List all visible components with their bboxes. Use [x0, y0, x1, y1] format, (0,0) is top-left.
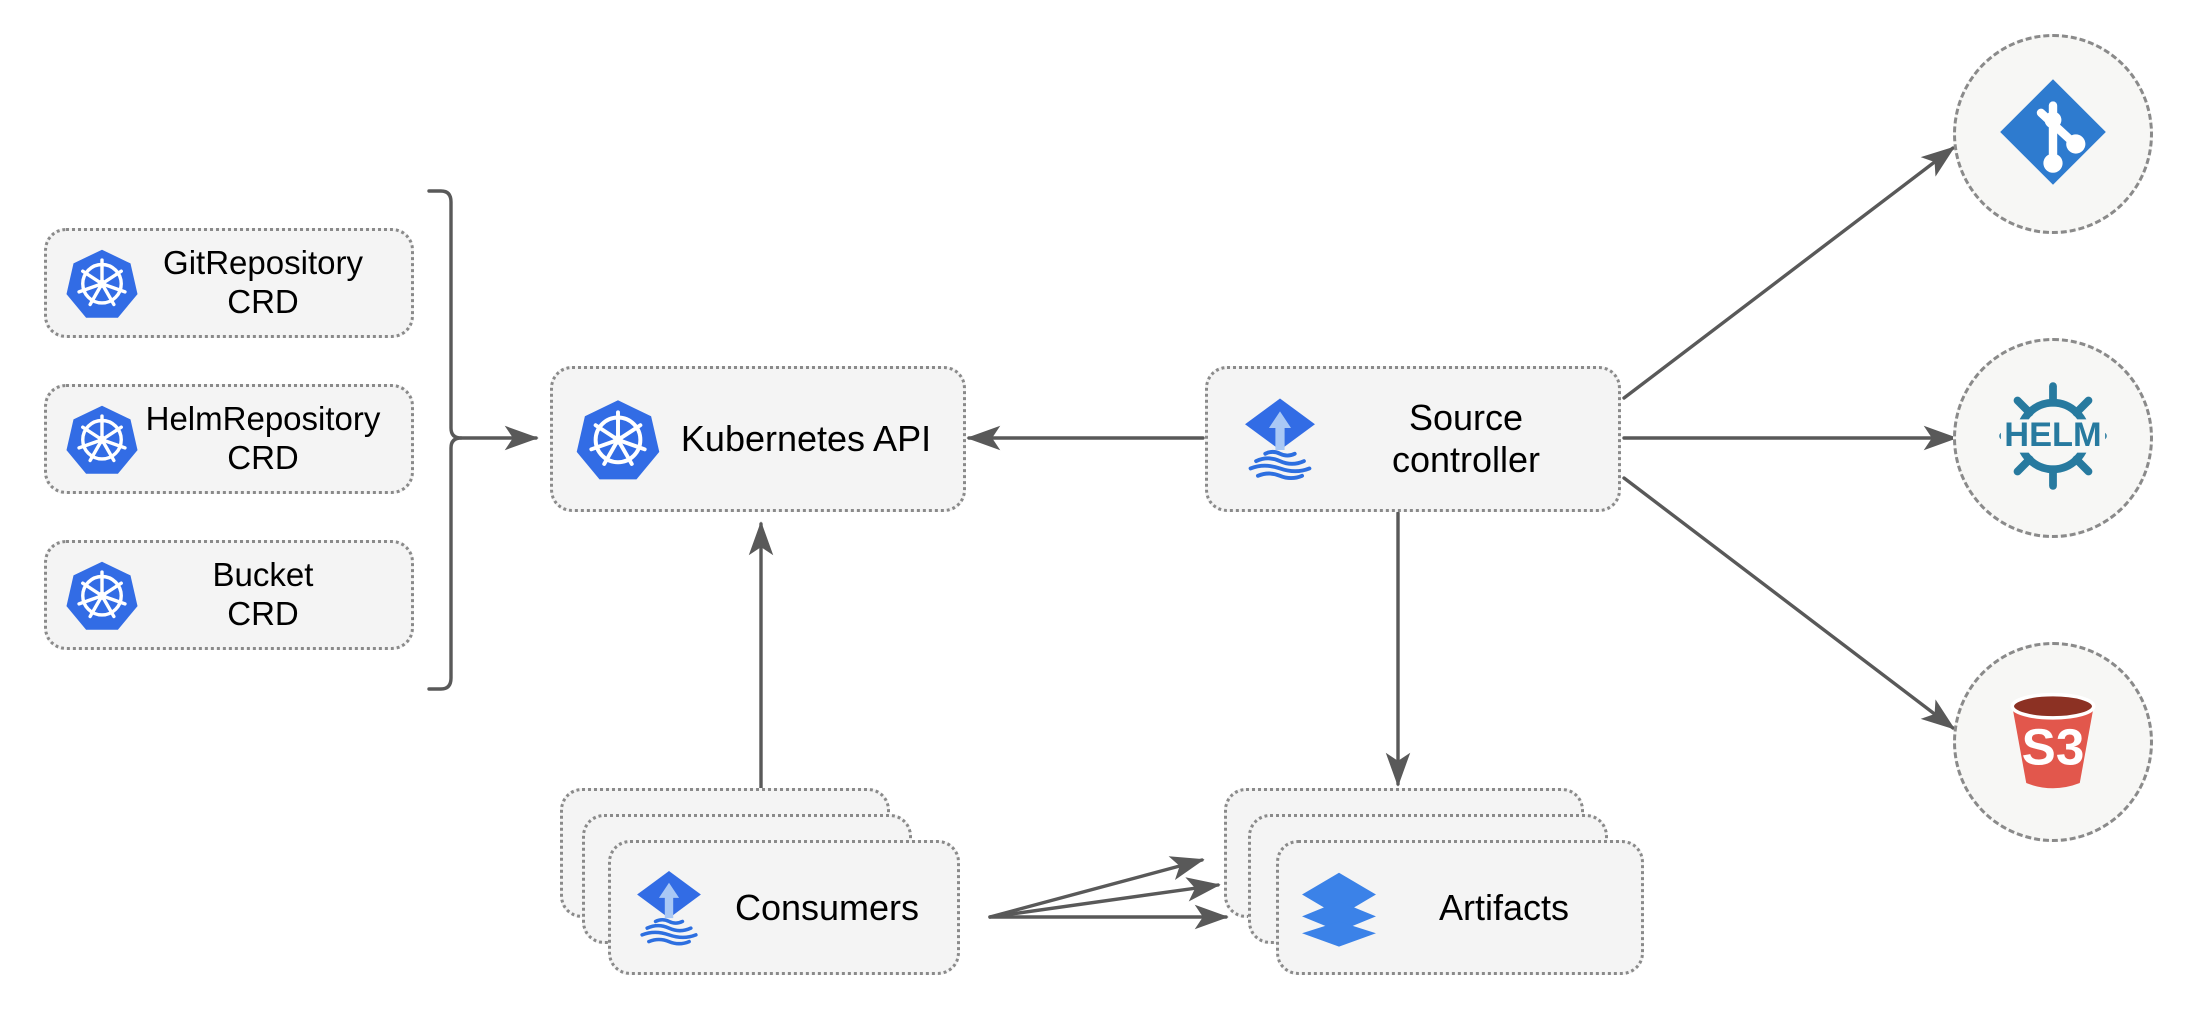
s3-wordmark: S3	[2022, 718, 2085, 775]
node-helmrepository-crd[interactable]: HelmRepository CRD	[44, 384, 414, 494]
node-git-source[interactable]	[1953, 34, 2153, 234]
node-label: Consumers	[734, 886, 920, 928]
kubernetes-icon	[65, 246, 139, 320]
node-s3-source[interactable]: S3	[1953, 642, 2153, 842]
node-bucket-crd[interactable]: Bucket CRD	[44, 540, 414, 650]
flux-icon	[627, 866, 711, 950]
node-helm-source[interactable]: HELM	[1953, 338, 2153, 538]
node-artifacts[interactable]: Artifacts	[1224, 788, 1644, 988]
flux-icon	[1234, 393, 1326, 485]
edge-consumers-to-artifacts-2	[988, 877, 1221, 919]
node-consumers[interactable]: Consumers	[560, 788, 960, 988]
edge-consumers-to-artifacts-3	[988, 856, 1205, 919]
node-source-controller[interactable]: Source controller	[1205, 366, 1621, 512]
artifacts-card-front[interactable]: Artifacts	[1276, 840, 1644, 975]
s3-bucket-icon: S3	[1989, 676, 2117, 809]
node-label: GitRepository CRD	[163, 244, 363, 320]
kubernetes-icon	[575, 396, 661, 482]
edge-source-to-s3	[1622, 476, 1956, 730]
kubernetes-icon	[65, 402, 139, 476]
node-label: Bucket CRD	[212, 556, 314, 632]
crd-group-bracket	[427, 189, 463, 691]
layers-icon	[1297, 866, 1381, 950]
helm-icon: HELM	[1992, 375, 2114, 502]
node-label: Kubernetes API	[680, 417, 932, 459]
kubernetes-icon	[65, 558, 139, 632]
consumers-card-front[interactable]: Consumers	[608, 840, 960, 975]
helm-wordmark: HELM	[2004, 415, 2101, 453]
git-icon	[1993, 72, 2113, 197]
edge-source-to-git	[1622, 146, 1956, 400]
node-label: Source controller	[1391, 396, 1541, 480]
node-label: Artifacts	[1438, 886, 1570, 928]
node-kubernetes-api[interactable]: Kubernetes API	[550, 366, 966, 512]
node-label: HelmRepository CRD	[145, 400, 381, 476]
node-gitrepository-crd[interactable]: GitRepository CRD	[44, 228, 414, 338]
